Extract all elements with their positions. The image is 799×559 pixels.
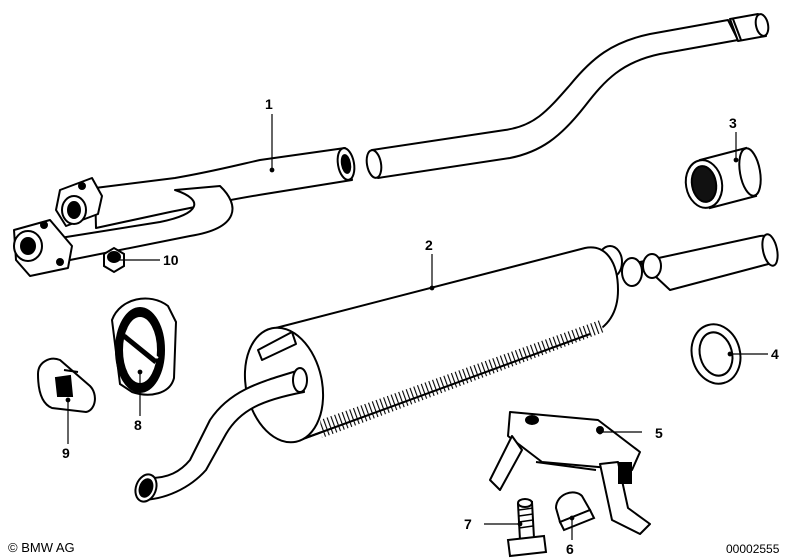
callout-8: 8 — [134, 417, 142, 433]
copyright-label: © BMW AG — [8, 540, 75, 555]
callout-5: 5 — [655, 425, 663, 441]
callout-2: 2 — [425, 237, 433, 253]
bracket — [489, 411, 651, 535]
front-pipe-twin-section — [13, 147, 356, 277]
callout-7: 7 — [464, 516, 472, 532]
callout-6: 6 — [566, 541, 574, 557]
gasket-ring — [690, 323, 742, 385]
clip-nut — [554, 491, 596, 532]
callout-10: 10 — [163, 252, 179, 268]
callout-1: 1 — [265, 96, 273, 112]
diagram-number: 00002555 — [726, 542, 780, 556]
callout-9: 9 — [62, 445, 70, 461]
rear-silencer — [134, 233, 779, 503]
rubber-mount — [110, 297, 178, 396]
bolt — [506, 498, 548, 558]
front-pipe-rear-section — [365, 13, 770, 179]
pipe-sleeve — [684, 146, 762, 210]
callout-4: 4 — [771, 346, 779, 362]
leader-lines — [65, 114, 768, 540]
clamp-insert — [36, 357, 96, 414]
callout-3: 3 — [729, 115, 737, 131]
